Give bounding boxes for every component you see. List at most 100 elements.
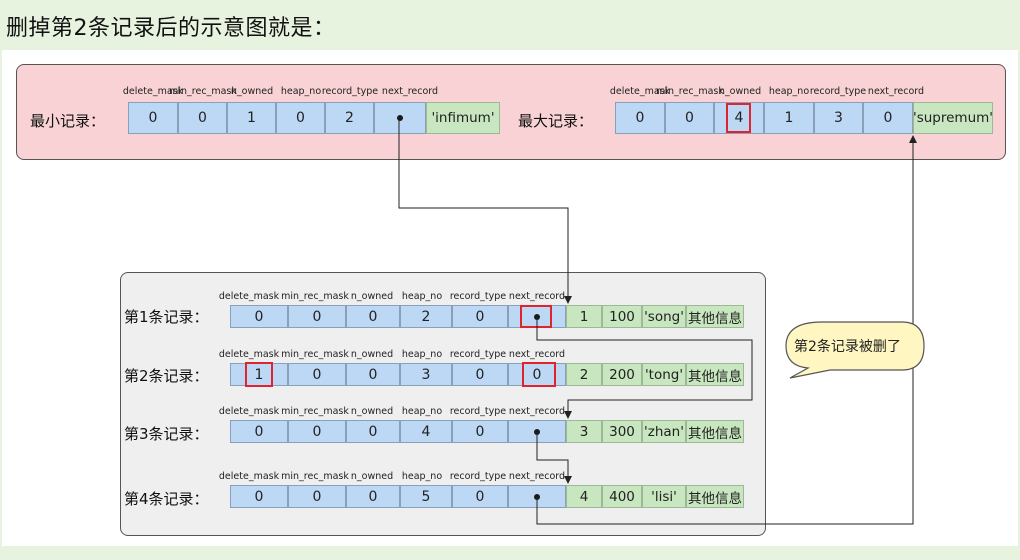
header-record-type: record_type [809,86,867,97]
header-next-record: next_record [867,86,925,97]
header-heap-no: heap_no [401,349,443,360]
record-1-delete-mask-cell: 0 [230,305,288,328]
record-4-label: 第4条记录： [124,490,209,508]
record-3-record-type-cell: 0 [452,420,508,443]
record-2-id-cell: 2 [566,363,602,386]
record-3-other-cell: 其他信息 [686,420,744,443]
header-delete-mask: delete_mask [218,291,280,302]
infimum-cell: 'infimum' [426,102,500,134]
record-2-label: 第2条记录： [124,367,209,385]
record-1-min-rec-mask-cell: 0 [288,305,346,328]
record-3-n-owned-cell: 0 [346,420,400,443]
record-4-other-cell: 其他信息 [686,485,744,508]
record-1-num-cell: 100 [602,305,642,328]
max-record-type-cell: 3 [814,102,863,134]
header-delete-mask: delete_mask [218,471,280,482]
header-heap-no: heap_no [401,406,443,417]
record-3-id-cell: 3 [566,420,602,443]
max-min-rec-mask-cell: 0 [665,102,714,134]
record-4-n-owned-cell: 0 [346,485,400,508]
header-n-owned: n_owned [230,86,274,97]
max-next-record-cell: 0 [863,102,913,134]
record-4-delete-mask-cell: 0 [230,485,288,508]
record-3-min-rec-mask-cell: 0 [288,420,346,443]
record-1-next-highlight-box [520,305,552,328]
record-1-name-cell: 'song' [642,305,686,328]
record-4-heap-no-cell: 5 [400,485,452,508]
header-delete-mask: delete_mask [218,406,280,417]
min-n-owned-cell: 1 [227,102,276,134]
callout-bubble [785,321,925,379]
record-1-heap-no-cell: 2 [400,305,452,328]
record-4-min-rec-mask-cell: 0 [288,485,346,508]
header-heap-no: heap_no [401,471,443,482]
record-2-min-rec-mask-cell: 0 [288,363,346,386]
arrow-record-3-to-record-4 [536,432,572,484]
record-2-record-type-cell: 0 [452,363,508,386]
header-min-rec-mask: min_rec_mask [281,406,349,417]
record-3-heap-no-cell: 4 [400,420,452,443]
header-delete-mask: delete_mask [609,86,671,97]
record-2-n-owned-cell: 0 [346,363,400,386]
record-1-n-owned-cell: 0 [346,305,400,328]
min-delete-mask-cell: 0 [128,102,178,134]
header-record-type: record_type [449,471,507,482]
bottom-band [0,546,1020,560]
max-heap-no-cell: 1 [764,102,814,134]
arrow-infimum-to-record-1 [398,120,572,304]
header-record-type: record_type [449,406,507,417]
pointer-dot-icon [397,115,403,121]
header-record-type: record_type [321,86,379,97]
delete-mask-highlight-box [245,362,273,387]
record-3-label: 第3条记录： [124,425,209,443]
record-3-name-cell: 'zhan' [642,420,686,443]
record-2-num-cell: 200 [602,363,642,386]
min-min-rec-mask-cell: 0 [178,102,227,134]
header-record-type: record_type [449,349,507,360]
record-4-name-cell: 'lisi' [642,485,686,508]
n-owned-highlight-box [726,103,751,133]
min-heap-no-cell: 0 [276,102,325,134]
header-n-owned: n_owned [350,471,394,482]
header-next-record: next_record [381,86,439,97]
record-3-delete-mask-cell: 0 [230,420,288,443]
min-next-record-cell [374,102,426,134]
header-heap-no: heap_no [401,291,443,302]
record-1-label: 第1条记录： [124,308,209,326]
max-n-owned-cell: 4 [714,102,764,134]
callout-text: 第2条记录被删了 [794,339,901,355]
record-4-record-type-cell: 0 [452,485,508,508]
header-min-rec-mask: min_rec_mask [281,291,349,302]
record-2-other-cell: 其他信息 [686,363,744,386]
header-min-rec-mask: min_rec_mask [656,86,724,97]
header-heap-no: heap_no [768,86,810,97]
record-1-record-type-cell: 0 [452,305,508,328]
supremum-cell: 'supremum' [913,102,993,134]
header-next-record: next_record [508,291,566,302]
header-delete-mask: delete_mask [218,349,280,360]
header-next-record: next_record [508,349,566,360]
header-n-owned: n_owned [350,291,394,302]
pointer-dot-icon [534,428,540,435]
pointer-dot-icon [534,493,540,500]
title-bar: 删掉第2条记录后的示意图就是： [0,0,1020,50]
max-delete-mask-cell: 0 [615,102,665,134]
header-min-rec-mask: min_rec_mask [169,86,237,97]
arrow-record-1-to-record-3 [536,317,753,419]
header-n-owned: n_owned [350,406,394,417]
record-2-next-highlight-box [522,362,556,387]
record-3-num-cell: 300 [602,420,642,443]
header-n-owned: n_owned [350,349,394,360]
header-min-rec-mask: min_rec_mask [281,471,349,482]
header-min-rec-mask: min_rec_mask [281,349,349,360]
min-record-label: 最小记录： [30,112,106,130]
max-record-label: 最大记录： [518,112,594,130]
record-1-other-cell: 其他信息 [686,305,744,328]
pointer-dot-icon [534,313,540,320]
record-2-name-cell: 'tong' [642,363,686,386]
record-4-num-cell: 400 [602,485,642,508]
min-record-type-cell: 2 [325,102,374,134]
record-2-heap-no-cell: 3 [400,363,452,386]
header-n-owned: n_owned [718,86,762,97]
